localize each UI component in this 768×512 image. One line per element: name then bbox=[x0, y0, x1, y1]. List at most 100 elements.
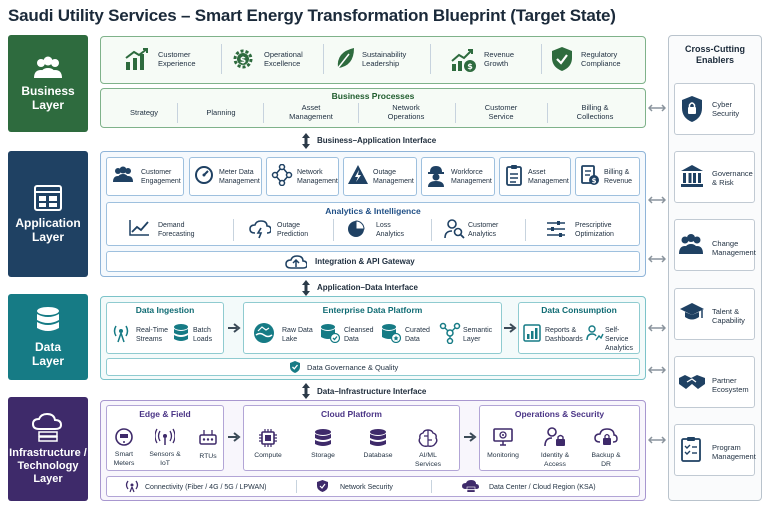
process-planning: Planning bbox=[206, 108, 236, 117]
storage-icon bbox=[315, 429, 331, 446]
database-icon bbox=[174, 324, 188, 341]
cloud-ai-ml-services: AI/ML Services bbox=[414, 452, 442, 468]
semantic-nodes-icon bbox=[439, 322, 461, 344]
database-icon bbox=[37, 307, 59, 331]
module-asset-management[interactable] bbox=[499, 157, 571, 196]
dashboard-icon bbox=[523, 324, 541, 342]
module-label: Network Management bbox=[297, 169, 338, 185]
svg-text:$: $ bbox=[240, 56, 246, 66]
process-network-operations: Network Operations bbox=[387, 103, 425, 121]
data-consumption-box bbox=[518, 302, 640, 354]
application-layer-label: Application Layer bbox=[15, 216, 81, 244]
enabler-label: Partner Ecosystem bbox=[712, 376, 749, 394]
cloud-upload-icon bbox=[285, 255, 307, 269]
infrastructure-layer-tile: Infrastructure / Technology Layer bbox=[8, 397, 88, 501]
datacenter-cloud-icon bbox=[462, 480, 479, 493]
enabler-program-management[interactable] bbox=[674, 424, 755, 476]
lake-icon bbox=[254, 323, 274, 343]
module-label: Meter Data Management bbox=[219, 169, 260, 185]
ops-monitoring: Monitoring bbox=[487, 452, 519, 459]
svg-text:$: $ bbox=[467, 62, 473, 71]
line-chart-icon bbox=[129, 220, 149, 236]
clipboard-icon bbox=[506, 165, 522, 186]
revenue-chart-icon: $ bbox=[451, 49, 476, 72]
growth-chart-icon bbox=[125, 48, 148, 70]
up-down-arrow-icon bbox=[302, 133, 310, 149]
checklist-icon bbox=[681, 437, 701, 462]
data-consumption-title: Data Consumption bbox=[541, 305, 617, 315]
foundation-network-security: Network Security bbox=[340, 484, 393, 491]
up-down-arrow-icon bbox=[302, 383, 310, 399]
analytics-intelligence-panel bbox=[106, 202, 640, 246]
module-label: Outage Management bbox=[373, 169, 414, 185]
bill-icon: $ bbox=[581, 165, 599, 185]
operations-security-title: Operations & Security bbox=[514, 409, 605, 419]
enabler-label: Governance & Risk bbox=[712, 169, 753, 187]
database-check-icon bbox=[321, 324, 340, 343]
edge-smart-meters: Smart Meters bbox=[113, 451, 135, 467]
up-down-arrow-icon bbox=[302, 280, 310, 296]
page-title: Saudi Utility Services – Smart Energy Tr… bbox=[8, 6, 616, 25]
enabler-label: Cyber Security bbox=[712, 100, 740, 118]
data-ingestion-box bbox=[106, 302, 224, 354]
bidirectional-arrow-icon bbox=[648, 255, 666, 263]
svg-text:$: $ bbox=[592, 177, 597, 185]
building-icon bbox=[681, 165, 703, 187]
analytics-customer-analytics: Customer Analytics bbox=[468, 222, 499, 238]
cloud-backup-lock-icon bbox=[594, 428, 618, 445]
person-search-icon bbox=[444, 219, 465, 239]
gateway-label: Integration & API Gateway bbox=[315, 257, 415, 266]
governance-label: Data Governance & Quality bbox=[307, 363, 399, 372]
meter-icon bbox=[195, 166, 213, 184]
infrastructure-layer-label: Infrastructure / Technology Layer bbox=[9, 446, 87, 485]
cpu-icon bbox=[259, 429, 277, 447]
module-network-management[interactable] bbox=[266, 157, 339, 196]
business-layer-tile: Business Layer bbox=[8, 35, 88, 132]
data-layer-tile: Data Layer bbox=[8, 294, 88, 380]
bidirectional-arrow-icon bbox=[648, 196, 666, 204]
outcome-revenue-growth: Revenue Growth bbox=[484, 50, 515, 68]
platform-cleansed-data: Cleansed Data bbox=[344, 327, 374, 343]
right-arrow-icon bbox=[504, 323, 517, 333]
pie-chart-icon bbox=[348, 220, 365, 237]
foundation-data-center: Data Center / Cloud Region (KSA) bbox=[489, 484, 596, 491]
user-analytics-icon bbox=[586, 325, 604, 341]
process-customer-service: Customer Service bbox=[484, 103, 518, 121]
signal-tower-icon bbox=[125, 480, 139, 493]
smart-meter-icon bbox=[115, 428, 133, 446]
operations-security-box bbox=[479, 405, 640, 471]
identity-lock-icon bbox=[544, 427, 565, 447]
enabler-governance-risk[interactable] bbox=[674, 151, 755, 203]
foundation-connectivity: Connectivity (Fiber / 4G / 5G / LPWAN) bbox=[145, 484, 267, 491]
module-workforce-management[interactable] bbox=[421, 157, 495, 196]
module-label: Billing & Revenue bbox=[604, 169, 633, 185]
analytics-title: Analytics & Intelligence bbox=[325, 206, 421, 216]
consumption-reports-dashboards: Reports & Dashboards bbox=[545, 327, 583, 343]
sensor-iot-icon bbox=[155, 428, 175, 445]
people-icon bbox=[113, 166, 133, 182]
monitor-icon bbox=[493, 428, 513, 446]
right-arrow-icon bbox=[464, 432, 477, 442]
business-processes-panel bbox=[100, 88, 646, 128]
ingestion-batch-loads: Batch Loads bbox=[193, 327, 213, 343]
database-star-icon bbox=[382, 324, 401, 343]
enabler-label: Program Management bbox=[712, 443, 756, 461]
edge-field-title: Edge & Field bbox=[139, 409, 191, 419]
lightning-icon bbox=[348, 165, 368, 184]
right-arrow-icon bbox=[228, 323, 241, 333]
module-label: Asset Management bbox=[528, 169, 569, 185]
shield-check-icon bbox=[552, 47, 572, 71]
analytics-prescriptive-optimization: Prescriptive Optimization bbox=[575, 222, 614, 238]
shield-icon bbox=[317, 480, 328, 492]
graduation-cap-icon bbox=[680, 303, 704, 320]
process-billing-collections: Billing & Collections bbox=[576, 103, 614, 121]
ingestion-real-time-streams: Real-Time Streams bbox=[136, 327, 169, 343]
module-meter-data-management[interactable] bbox=[189, 157, 262, 196]
cloud-platform-title: Cloud Platform bbox=[321, 409, 382, 419]
consumption-self-service-analytics: Self-Service Analytics bbox=[605, 327, 634, 352]
data-governance-quality bbox=[106, 358, 640, 376]
outcome-regulatory-compliance: Regulatory Compliance bbox=[581, 50, 621, 68]
business-processes-title: Business Processes bbox=[331, 91, 415, 101]
module-billing-revenue[interactable] bbox=[575, 157, 640, 196]
handshake-icon bbox=[679, 375, 705, 389]
